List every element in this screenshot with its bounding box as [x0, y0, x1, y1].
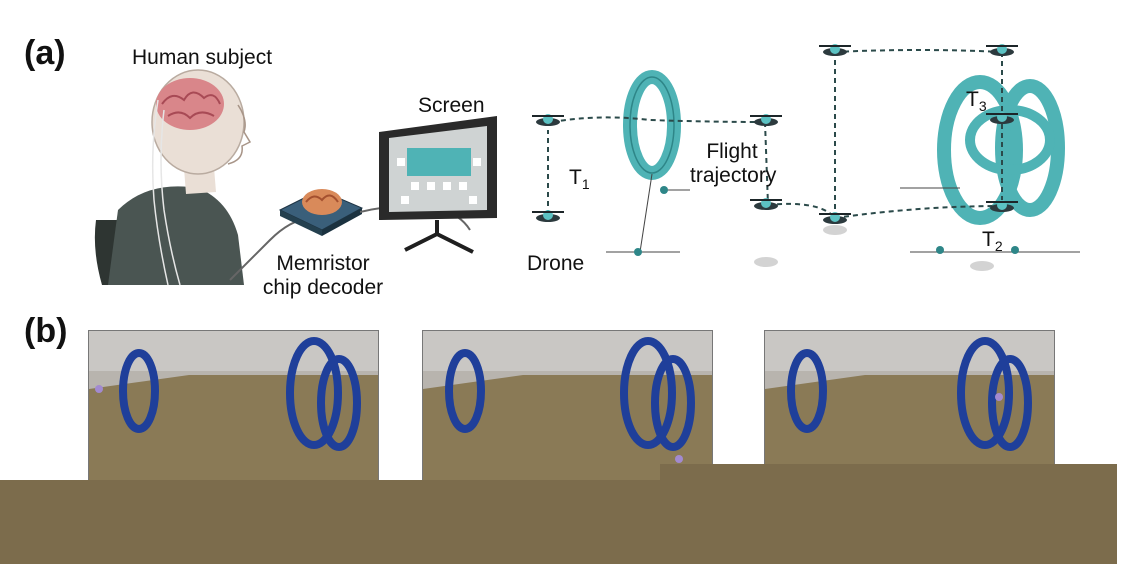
human-subject-label: Human subject	[132, 46, 273, 69]
t2-letter: T	[982, 228, 995, 251]
photo-1-scene	[89, 331, 378, 481]
photo-frame-2	[422, 330, 713, 482]
chip-icon	[278, 189, 364, 236]
memristor-label: Memristor chip decoder	[258, 252, 388, 300]
flight-label-line2: trajectory	[690, 164, 777, 187]
t3-letter: T	[966, 88, 979, 111]
t1-letter: T	[569, 166, 582, 189]
screen-label: Screen	[418, 94, 485, 117]
photo-3-scene	[765, 331, 1054, 481]
drone-icon	[532, 44, 1018, 224]
brain-icon	[156, 78, 224, 130]
panel-a-label: (a)	[24, 34, 66, 72]
panel-a: Human subject Memristor chip decoder Scr…	[94, 44, 1080, 300]
t3-label: T3	[966, 88, 987, 118]
flight-trajectory-label: Flight trajectory	[690, 140, 777, 188]
human-subject-illustration	[94, 69, 252, 286]
t3-subscript: 3	[978, 98, 987, 115]
ring-gate-complex-icon	[900, 75, 1080, 254]
t1-label: T1	[569, 166, 590, 196]
t1-subscript: 1	[581, 176, 590, 193]
memristor-label-line1: Memristor	[276, 252, 370, 275]
flight-trajectory-diagram	[532, 44, 1080, 271]
drone-label: Drone	[527, 252, 585, 275]
panel-b-label: (b)	[24, 312, 68, 350]
ring-gate-icon	[606, 70, 690, 256]
bottom-band-left	[0, 480, 660, 564]
photo-frame-3	[764, 330, 1055, 482]
t2-subscript: 2	[994, 238, 1003, 255]
memristor-label-line2: chip decoder	[262, 276, 384, 299]
t2-label: T2	[982, 228, 1003, 258]
photo-frame-1	[88, 330, 379, 482]
photo-2-scene	[423, 331, 712, 481]
flight-label-line1: Flight	[706, 140, 758, 163]
bottom-band-right	[660, 464, 1117, 564]
monitor-icon	[379, 116, 497, 254]
